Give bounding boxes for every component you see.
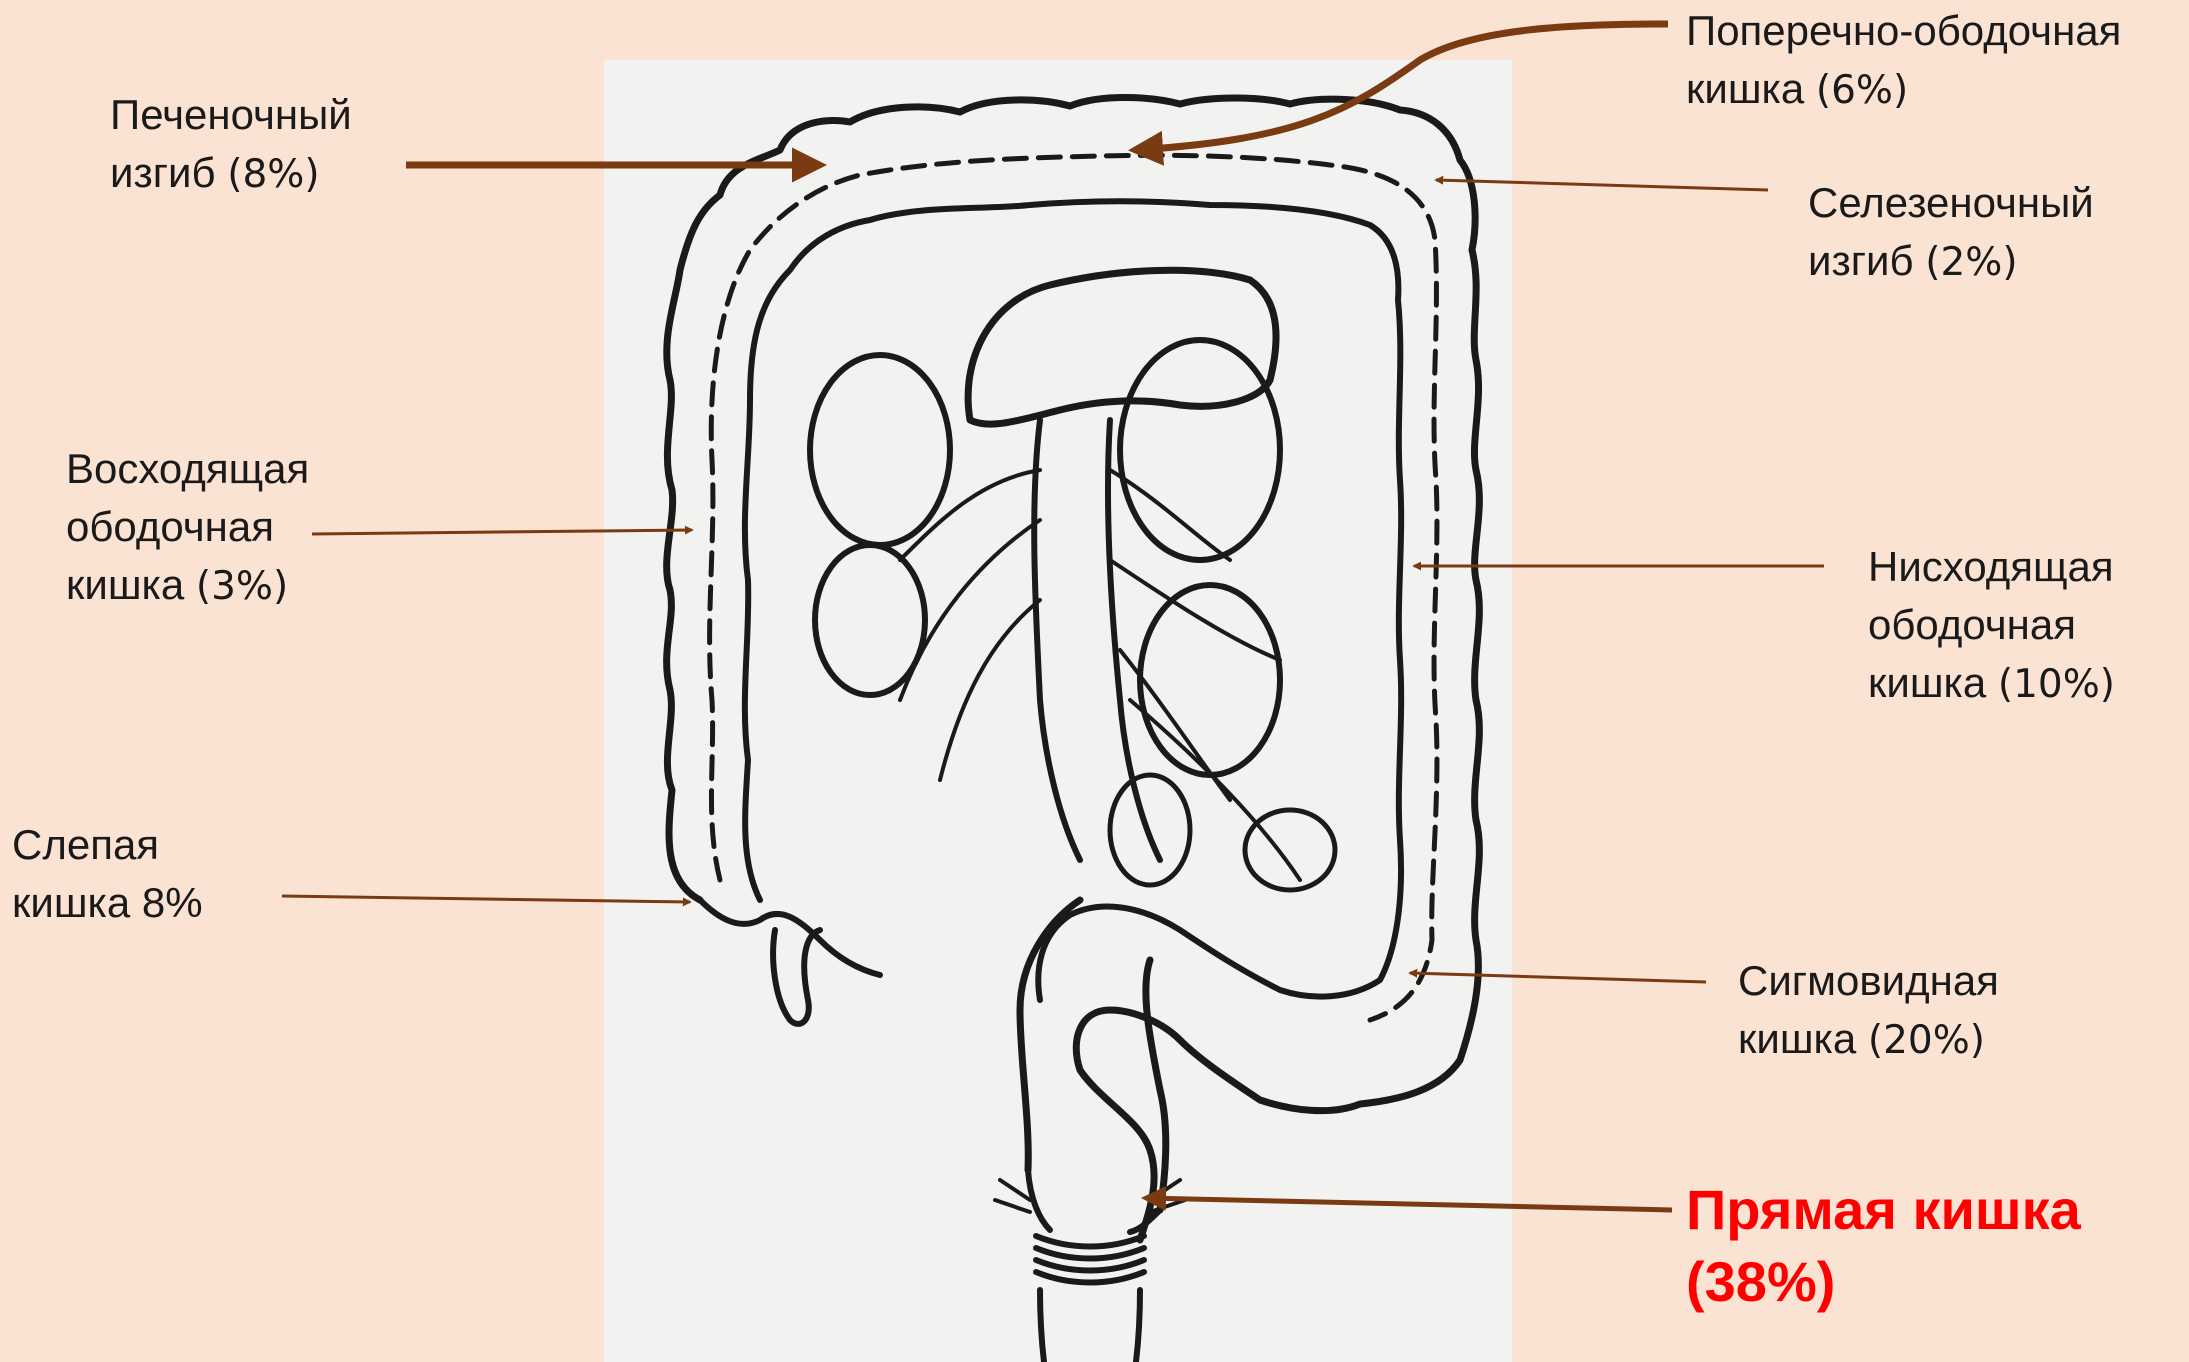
label-percent: (3%) bbox=[196, 564, 288, 609]
arcade-loop bbox=[810, 355, 950, 545]
label-line: Селезеночный bbox=[1808, 174, 2094, 232]
arrow-ascending-colon bbox=[312, 530, 692, 534]
label-line: кишка bbox=[1686, 65, 1804, 112]
label-line: кишка bbox=[1868, 659, 1986, 706]
label-cecum: Слепая кишка 8% bbox=[12, 816, 203, 932]
label-line: Прямая кишка bbox=[1686, 1174, 2081, 1246]
label-ascending-colon: Восходящая ободочная кишка (3%) bbox=[66, 440, 309, 616]
label-descending-colon: Нисходящая ободочная кишка (10%) bbox=[1868, 538, 2115, 714]
arcade-loop bbox=[1245, 810, 1335, 890]
cecum-appendix bbox=[700, 900, 880, 1024]
label-line: кишка bbox=[1738, 1015, 1856, 1062]
label-line: (38%) bbox=[1686, 1246, 2081, 1318]
label-line: ободочная bbox=[66, 498, 309, 556]
aorta-trunk bbox=[1034, 420, 1160, 860]
arrow-rectum bbox=[1146, 1198, 1672, 1210]
label-percent: (6%) bbox=[1816, 68, 1908, 113]
colon-inner-wall bbox=[745, 201, 1401, 1000]
label-line: Восходящая bbox=[66, 440, 309, 498]
label-line: Сигмовидная bbox=[1738, 952, 1999, 1010]
label-sigmoid-colon: Сигмовидная кишка (20%) bbox=[1738, 952, 1999, 1070]
label-line: кишка bbox=[66, 561, 184, 608]
label-rectum: Прямая кишка (38%) bbox=[1686, 1174, 2081, 1318]
arcade-loop bbox=[815, 545, 925, 695]
label-percent: (10%) bbox=[1998, 662, 2115, 707]
arrow-cecum bbox=[282, 896, 690, 902]
arrow-sigmoid-colon bbox=[1410, 973, 1706, 982]
vessel-branches bbox=[900, 470, 1300, 880]
label-transverse-colon: Поперечно-ободочная кишка (6%) bbox=[1686, 2, 2121, 120]
anal-sphincter bbox=[1036, 1236, 1144, 1362]
label-line: Печеночный bbox=[110, 86, 352, 144]
label-line: Слепая bbox=[12, 816, 203, 874]
arcade-loop bbox=[1140, 585, 1280, 775]
label-line: Нисходящая bbox=[1868, 538, 2115, 596]
label-line: изгиб bbox=[110, 149, 216, 196]
rectum-wall bbox=[1028, 1170, 1160, 1232]
arcade-loop bbox=[1120, 340, 1280, 560]
label-percent: (20%) bbox=[1868, 1018, 1985, 1063]
arrow-splenic-flexure bbox=[1436, 180, 1768, 190]
label-percent: (8%) bbox=[227, 152, 319, 197]
label-percent: (2%) bbox=[1925, 240, 2017, 285]
label-splenic-flexure: Селезеночный изгиб (2%) bbox=[1808, 174, 2094, 292]
label-line: ободочная bbox=[1868, 596, 2115, 654]
label-line: Поперечно-ободочная bbox=[1686, 2, 2121, 60]
label-line: изгиб bbox=[1808, 237, 1914, 284]
label-hepatic-flexure: Печеночный изгиб (8%) bbox=[110, 86, 352, 204]
arrow-transverse-colon bbox=[1135, 24, 1668, 150]
label-line: кишка 8% bbox=[12, 874, 203, 932]
